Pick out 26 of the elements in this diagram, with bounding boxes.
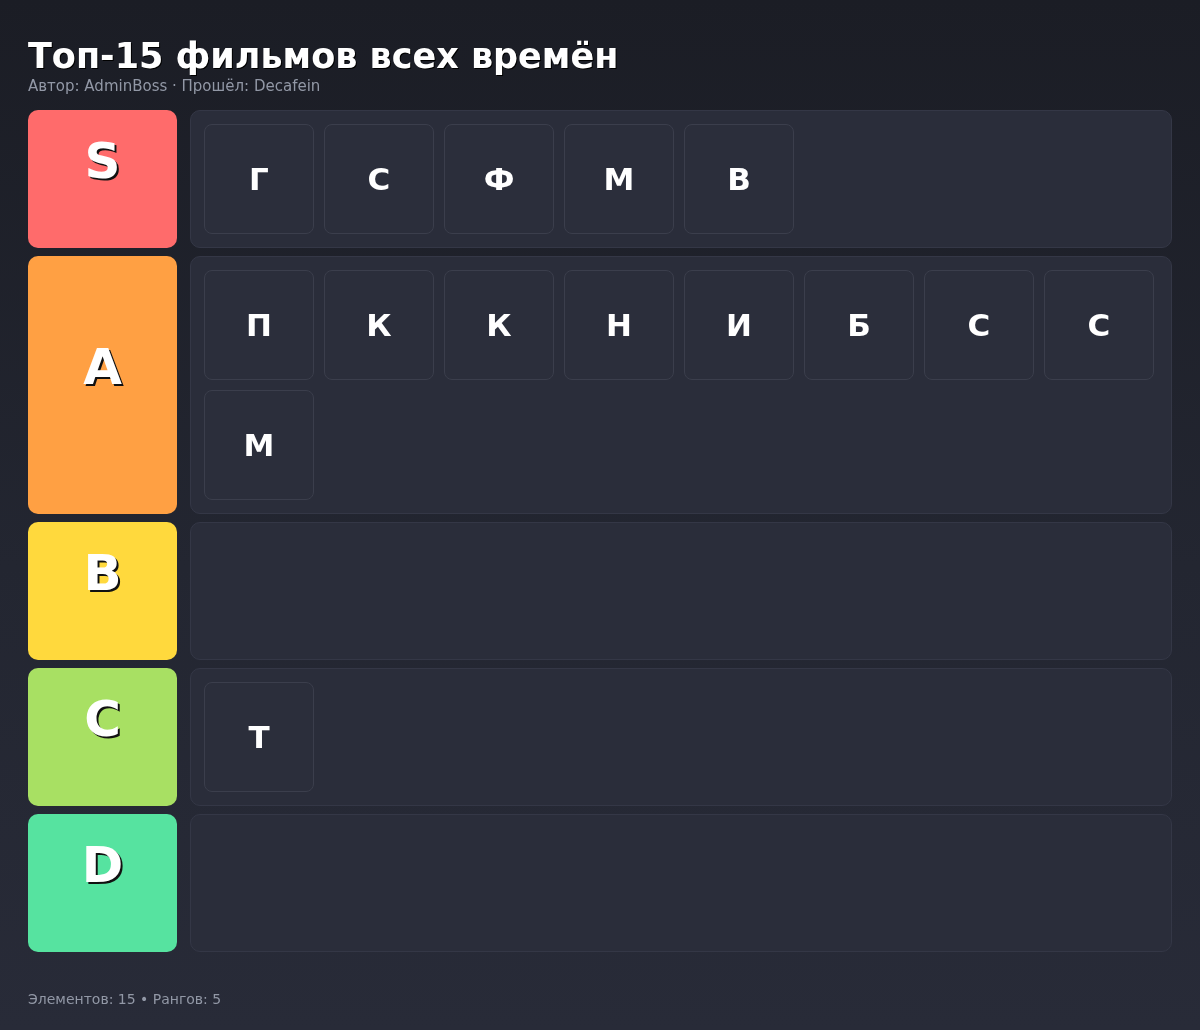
film-tile: К: [324, 270, 434, 380]
film-tile: В: [684, 124, 794, 234]
film-tile: И: [684, 270, 794, 380]
film-tile: М: [564, 124, 674, 234]
tier-row-panel: [190, 668, 1172, 806]
film-tile: Б: [804, 270, 914, 380]
tier-label: D: [28, 814, 177, 952]
film-tile: С: [1044, 270, 1154, 380]
stats-text: Элементов: 15 • Рангов: 5: [28, 990, 222, 1009]
tier-label: C: [28, 668, 177, 806]
film-tile: К: [444, 270, 554, 380]
film-tile: С: [924, 270, 1034, 380]
film-tile: Г: [204, 124, 314, 234]
tier-row-panel: [190, 256, 1172, 514]
film-tile: Т: [204, 682, 314, 792]
film-tile: С: [324, 124, 434, 234]
tier-label: S: [28, 110, 177, 248]
tier-row-panel: [190, 110, 1172, 248]
film-tile: М: [204, 390, 314, 500]
film-tile: П: [204, 270, 314, 380]
tier-label: A: [28, 256, 177, 514]
author-line: Автор: AdminBoss · Прошёл: Decafein: [28, 77, 321, 96]
tier-label: B: [28, 522, 177, 660]
film-tile: Ф: [444, 124, 554, 234]
title: Топ-15 фильмов всех времён: [28, 36, 619, 76]
film-tile: Н: [564, 270, 674, 380]
